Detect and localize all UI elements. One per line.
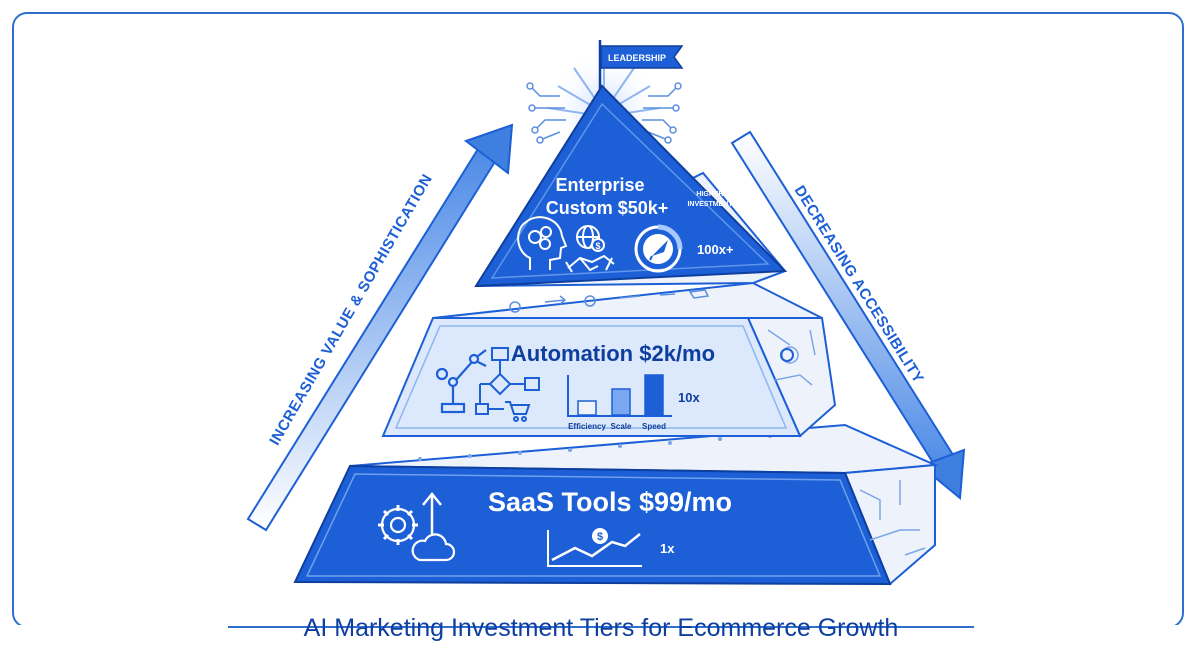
robot-arm-icon [435,349,487,414]
saas-growth-chart [547,530,642,567]
automation-bar-speed [644,374,664,416]
tier-enterprise [474,84,788,288]
circuit-nodes-left [526,82,544,144]
tier-automation-top-icons [509,289,710,313]
circuit-nodes-right [664,82,682,144]
automation-bar-efficiency [577,400,597,416]
brain-icon [517,216,568,270]
leadership-flag [598,40,684,94]
flag-label: LEADERSHIP [608,53,666,63]
gear-icon [780,348,794,362]
cloud-icon [411,533,456,562]
automation-bar-chart [567,374,672,417]
tier-enterprise-note-line2: INVESTMENT [687,201,733,208]
rocket-icon [634,224,683,273]
globe-dollar-sign: $ [595,241,600,251]
cart-icon [505,401,531,422]
tier-enterprise-title-line2: Custom $50k+ [546,198,669,218]
handshake-icon [565,254,615,273]
tier-automation-top [432,281,823,319]
outer-frame [12,12,1184,628]
tier-automation-multiplier: 10x [678,390,700,405]
tier-automation-title: Automation $2k/mo [511,341,715,366]
automation-bar-label-efficiency: Efficiency [568,422,606,431]
tier-enterprise-title-line1: Enterprise [555,175,644,195]
gear-icon [378,505,418,545]
flowchart-icon [475,347,540,415]
tier-saas-multiplier: 1x [660,541,675,556]
up-arrow-icon [422,492,442,536]
automation-bar-label-scale: Scale [611,422,632,431]
tier-enterprise-front [474,84,788,288]
tier-saas-title: SaaS Tools $99/mo [488,487,732,517]
left-arrow [246,123,514,532]
tier-enterprise-multiplier: 100x+ [697,242,734,257]
circuit-traces-right [642,85,679,141]
tier-saas-front [293,464,892,586]
globe-dollar-icon [576,225,605,252]
svg-text:$: $ [597,531,603,543]
dollar-icon: $ [592,528,608,544]
tier-saas-side-circuit [859,480,926,556]
right-arrow [730,130,966,500]
automation-bar-scale [611,388,631,416]
diagram-title: AI Marketing Investment Tiers for Ecomme… [304,614,899,642]
tier-saas-traces [418,434,772,461]
tier-enterprise-note-line1: HIGHER [696,191,723,198]
automation-bar-label-speed: Speed [642,422,666,431]
